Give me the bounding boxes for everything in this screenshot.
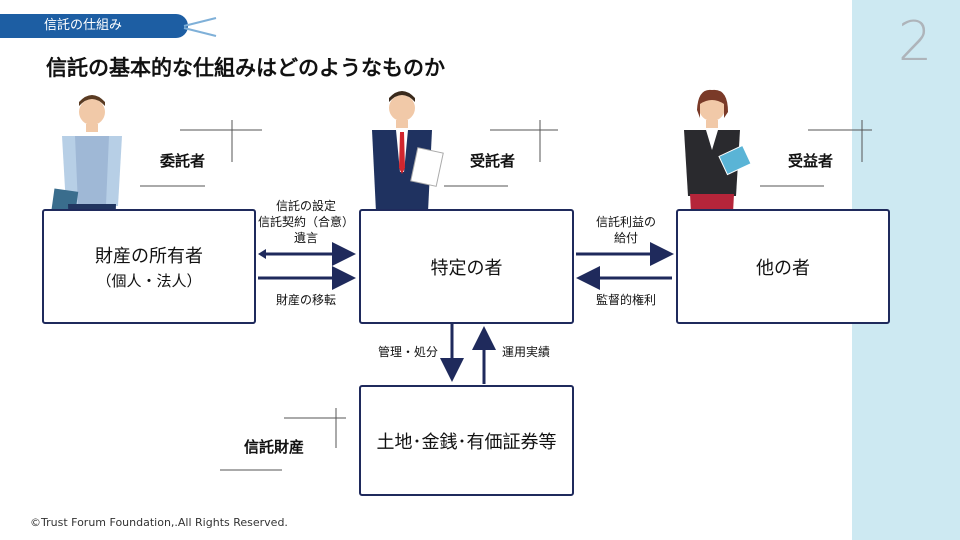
decorative-cross-lines: [140, 120, 872, 471]
page-title: 信託の基本的な仕組みはどのようなものか: [46, 56, 445, 80]
trustee-box: 特定の者: [359, 209, 574, 324]
settlor-box-title: 財産の所有者: [95, 246, 203, 267]
management-disposal-label: 管理・処分: [377, 345, 438, 359]
beneficiary-box-title: 他の者: [756, 257, 810, 279]
settlor-label: 委託者: [160, 152, 206, 170]
beneficiary-label: 受益者: [788, 152, 834, 170]
trust-property-label: 信託財産: [244, 438, 305, 456]
trust-setup-text: 信託の設定: [275, 199, 336, 213]
section-tag: 信託の仕組み: [0, 14, 188, 38]
beneficiary-box: 他の者: [676, 209, 890, 324]
flow-arrows: [258, 242, 674, 384]
trust-benefit-text: 信託利益の: [595, 215, 656, 229]
operating-results-label: 運用実績: [501, 345, 550, 359]
page-number: 2: [897, 10, 933, 73]
trust-property-box: 土地･金銭･有価証券等: [359, 385, 574, 496]
asset-transfer-label: 財産の移転: [275, 293, 336, 307]
trust-property-box-title: 土地･金銭･有価証券等: [376, 431, 557, 453]
trustee-box-title: 特定の者: [430, 257, 503, 279]
trustee-beneficiary-top-label: 信託利益の 給付: [574, 214, 678, 246]
trustee-label: 受託者: [470, 152, 516, 170]
settlor-box: 財産の所有者 （個人・法人）: [42, 209, 256, 324]
settlor-box-subtitle: （個人・法人）: [96, 272, 202, 290]
will-text: 遺言: [293, 231, 318, 245]
payment-text: 給付: [613, 231, 638, 245]
pen-decoration-icon: [183, 17, 217, 37]
supervisory-rights-label: 監督的権利: [595, 293, 656, 307]
copyright-footer: ©Trust Forum Foundation,.All Rights Rese…: [30, 516, 288, 529]
settlor-trustee-top-label: 信託の設定 信託契約（合意） 遺言: [254, 198, 358, 246]
trust-contract-text: 信託契約（合意）: [257, 215, 354, 229]
